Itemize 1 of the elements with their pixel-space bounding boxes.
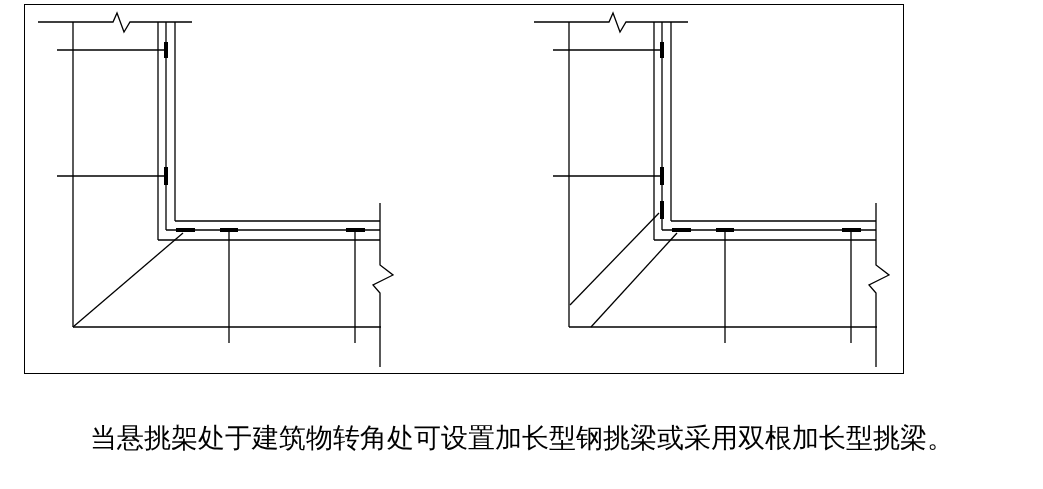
caption: 当悬挑架处于建筑物转角处可设置加长型钢挑梁或采用双根加长型挑梁。 — [88, 421, 955, 455]
